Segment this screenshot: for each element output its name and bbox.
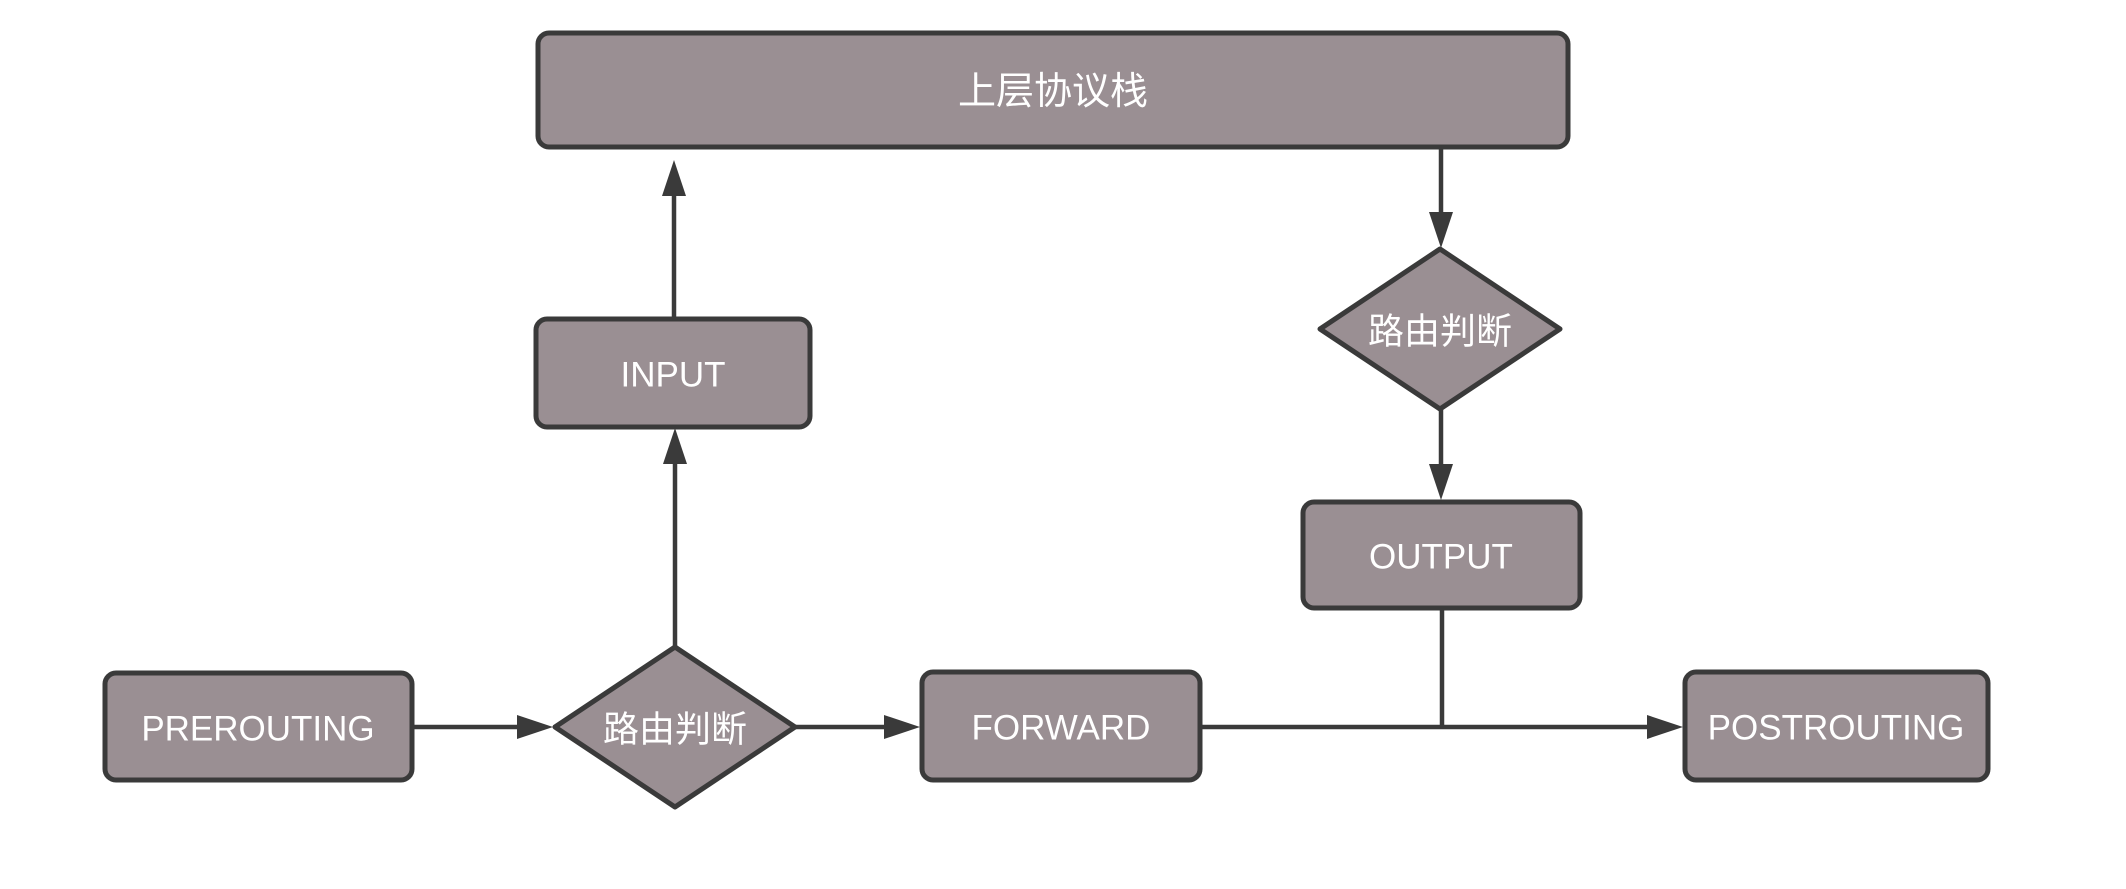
node-upper-protocol-stack-shape — [535, 30, 1571, 150]
node-routing-decision-left-label: 路由判断 — [603, 709, 747, 750]
node-input-shape — [533, 316, 813, 430]
node-forward-label: FORWARD — [972, 709, 1151, 748]
arrowhead-up-icon — [663, 428, 687, 464]
node-output-shape — [1300, 499, 1583, 611]
edges — [412, 147, 1683, 739]
arrow-prerouting-to-routing-left — [412, 715, 553, 739]
node-prerouting-label: PREROUTING — [141, 710, 374, 749]
node-postrouting: POSTROUTING — [1682, 669, 1991, 783]
arrow-forward-to-postrouting — [1200, 715, 1683, 739]
node-routing-decision-right-label: 路由判断 — [1368, 311, 1512, 352]
arrow-input-to-upper-stack — [662, 160, 686, 319]
arrowhead-up-icon — [662, 160, 686, 196]
node-postrouting-label: POSTROUTING — [1708, 709, 1965, 748]
arrowhead-down-icon — [1429, 212, 1453, 248]
arrow-upper-stack-to-routing-right — [1429, 147, 1453, 248]
arrow-routing-left-to-input — [663, 428, 687, 647]
node-output: OUTPUT — [1300, 499, 1583, 611]
node-postrouting-shape — [1682, 669, 1991, 783]
node-output-label: OUTPUT — [1369, 538, 1513, 577]
arrowhead-right-icon — [517, 715, 553, 739]
arrow-routing-left-to-forward — [795, 715, 920, 739]
node-routing-decision-right-shape — [1317, 246, 1563, 412]
node-input: INPUT — [533, 316, 813, 430]
node-input-label: INPUT — [621, 356, 726, 395]
node-upper-protocol-stack: 上层协议栈 — [535, 30, 1571, 150]
arrowhead-right-icon — [884, 715, 920, 739]
node-upper-protocol-stack-label: 上层协议栈 — [958, 71, 1148, 113]
node-forward: FORWARD — [919, 669, 1203, 783]
arrow-routing-right-to-output — [1429, 409, 1453, 500]
node-prerouting-shape — [102, 670, 415, 783]
arrowhead-right-icon — [1647, 715, 1683, 739]
arrowhead-down-icon — [1429, 464, 1453, 500]
node-forward-shape — [919, 669, 1203, 783]
node-routing-decision-right: 路由判断 — [1317, 246, 1563, 412]
node-routing-decision-left-shape — [552, 644, 798, 810]
node-prerouting: PREROUTING — [102, 670, 415, 783]
node-routing-decision-left: 路由判断 — [552, 644, 798, 810]
